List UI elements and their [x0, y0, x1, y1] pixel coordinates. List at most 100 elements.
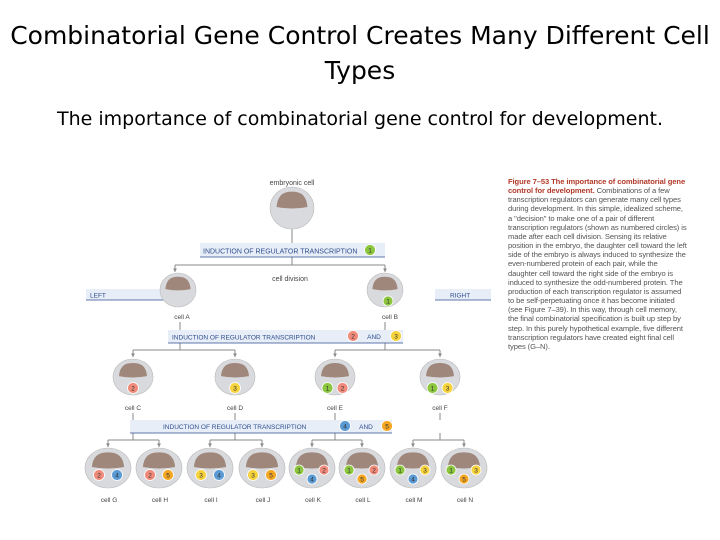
regulator-badge-number: 3 — [199, 472, 203, 479]
cell-b-label: cell B — [382, 314, 398, 321]
cell-badge — [247, 469, 259, 481]
cell-label: cell G — [101, 497, 118, 504]
arrowhead — [411, 443, 415, 447]
cell-badge — [336, 382, 349, 394]
nucleus — [193, 452, 227, 469]
regulator-badge-number: 1 — [368, 247, 372, 254]
regulator-badge-number: 2 — [131, 385, 135, 392]
regulator-badge-number: 5 — [269, 472, 273, 479]
band-1-badge — [364, 244, 376, 256]
nucleus — [221, 362, 249, 378]
regulator-badge-number: 1 — [386, 298, 390, 305]
cell-badge — [394, 464, 406, 476]
cell-label: cell M — [406, 497, 423, 504]
regulator-badge-number: 2 — [97, 472, 101, 479]
cell-badge — [229, 382, 241, 394]
regulator-badge-number: 3 — [446, 385, 450, 392]
cell-division-label: cell division — [272, 276, 308, 283]
regulator-badge-number: 1 — [347, 467, 351, 474]
regulator-badge-number: 1 — [326, 385, 330, 392]
nucleus — [91, 452, 125, 469]
arrowhead — [438, 353, 442, 357]
regulator-badge-number: 4 — [343, 423, 347, 430]
nucleus — [426, 362, 454, 378]
cell-badge — [318, 464, 330, 476]
cell-badge — [407, 473, 419, 485]
band-2-and: AND — [367, 334, 381, 341]
regulator-badge-number: 2 — [372, 467, 376, 474]
cell-badge — [470, 464, 482, 476]
cell-badge — [127, 382, 139, 394]
left-label-band — [86, 289, 180, 300]
right-label-band — [435, 289, 491, 300]
slide-subtitle: The importance of combinatorial gene con… — [56, 108, 663, 130]
caption-body: Combinations of a few transcription regu… — [508, 186, 687, 351]
cell-badge — [195, 469, 207, 481]
regulator-badge-number: 5 — [360, 476, 364, 483]
cell-badge — [265, 469, 277, 481]
induction-band-1-text: INDUCTION OF REGULATOR TRANSCRIPTION — [203, 249, 357, 256]
cell-label: cell K — [305, 497, 322, 504]
regulator-badge-number: 5 — [385, 423, 389, 430]
nucleus — [276, 191, 308, 209]
cell-badge — [306, 473, 318, 485]
cell-badge — [441, 382, 454, 394]
cell-badge — [426, 382, 439, 394]
induction-band-1 — [200, 243, 385, 257]
nucleus — [165, 276, 191, 291]
figure-caption: Figure 7–53 The importance of combinator… — [508, 177, 688, 351]
induction-band-3-text: INDUCTION OF REGULATOR TRANSCRIPTION — [163, 424, 307, 431]
band-3-badge-2 — [381, 420, 393, 432]
cell-badge — [293, 464, 305, 476]
cell-b-badge — [382, 295, 394, 307]
cell-label: cell F — [432, 405, 448, 412]
nucleus — [447, 452, 481, 469]
left-label: LEFT — [90, 293, 106, 300]
cell-badge — [343, 464, 355, 476]
regulator-badge-number: 1 — [297, 467, 301, 474]
cell-label: cell N — [457, 497, 474, 504]
arrowhead — [106, 443, 110, 447]
band-2-badge-2 — [390, 330, 402, 342]
slide-title: Combinatorial Gene Control Creates Many … — [10, 21, 710, 85]
cell-badge — [144, 469, 156, 481]
cell-badge — [111, 469, 123, 481]
cell-a-label: cell A — [174, 314, 190, 321]
regulator-badge-number: 4 — [310, 476, 314, 483]
regulator-badge-number: 1 — [449, 467, 453, 474]
cell-badge — [368, 464, 380, 476]
nucleus — [321, 362, 349, 378]
regulator-badge-number: 3 — [251, 472, 255, 479]
nucleus — [245, 452, 279, 469]
band-2-badge-1 — [347, 330, 359, 342]
cell-label: cell C — [125, 405, 142, 412]
regulator-badge-number: 3 — [474, 467, 478, 474]
cell-badge — [213, 469, 225, 481]
regulator-badge-number: 3 — [423, 467, 427, 474]
cell-label: cell D — [227, 405, 244, 412]
arrowhead — [260, 443, 264, 447]
nucleus — [142, 452, 176, 469]
cell-badge — [458, 473, 470, 485]
nucleus — [295, 452, 329, 469]
cell-label: cell I — [204, 497, 218, 504]
nucleus — [345, 452, 379, 469]
arrowhead — [383, 268, 387, 272]
cell-label: cell E — [327, 405, 344, 412]
arrowhead — [333, 353, 337, 357]
regulator-badge-number: 3 — [233, 385, 237, 392]
regulator-badge-number: 2 — [148, 472, 152, 479]
regulator-badge-number: 1 — [431, 385, 435, 392]
cell-label: cell J — [256, 497, 271, 504]
induction-band-3 — [130, 420, 392, 433]
cell-badge — [419, 464, 431, 476]
regulator-badge-number: 4 — [411, 476, 415, 483]
arrowhead — [233, 353, 237, 357]
induction-band-2 — [168, 330, 403, 343]
band-3-badge-1 — [339, 420, 351, 432]
right-label: RIGHT — [450, 293, 470, 300]
cell-badge — [162, 469, 174, 481]
embryonic-cell-label: embryonic cell — [270, 180, 315, 187]
nucleus — [372, 276, 398, 291]
